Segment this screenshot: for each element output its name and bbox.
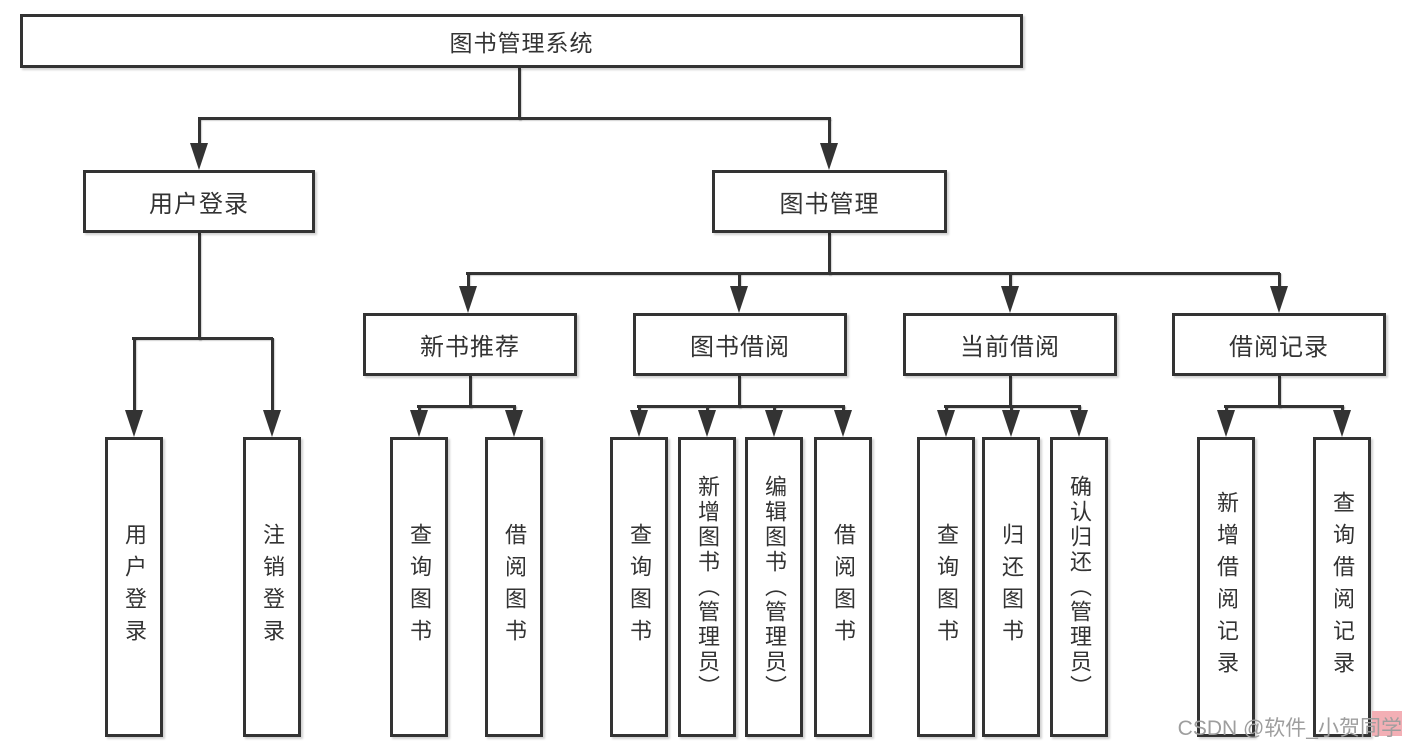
arrow-down-icon [820,143,838,170]
arrow-down-icon [1002,410,1020,437]
connector-line [518,68,521,120]
watermark-accent [1372,711,1402,736]
arrow-down-icon [765,410,783,437]
connector-line [1009,376,1012,408]
arrow-down-icon [190,143,208,170]
node-borrow-records-label: 借阅记录 [1229,334,1329,361]
leaf-borrowing-query-label: 查询图书 [627,523,652,651]
connector-line [637,405,845,408]
node-user-login-label: 用户登录 [149,191,249,218]
connector-line [738,376,741,408]
node-root: 图书管理系统 [20,14,1023,68]
connector-line [828,233,831,275]
arrow-down-icon [263,410,281,437]
leaf-borrowing-borrow: 借阅图书 [814,437,872,737]
connector-line [466,272,1280,275]
leaf-newbook-query: 查询图书 [390,437,448,737]
arrow-down-icon [937,410,955,437]
arrow-down-icon [410,410,428,437]
leaf-borrowing-query: 查询图书 [610,437,668,737]
leaf-records-query-label: 查询借阅记录 [1330,491,1355,683]
leaf-current-confirm-admin-label: 确认归还（管理员） [1067,474,1092,700]
leaf-borrowing-edit-admin: 编辑图书（管理员） [745,437,803,737]
connector-line [417,405,516,408]
watermark-text: CSDN @软件_小贺同学 [1177,717,1402,740]
leaf-user-login-label: 用户登录 [122,523,147,651]
arrow-down-icon [698,410,716,437]
leaf-records-add: 新增借阅记录 [1197,437,1255,737]
connector-line [469,376,472,408]
node-current-borrow-label: 当前借阅 [960,334,1060,361]
node-new-book-recommend-label: 新书推荐 [420,334,520,361]
arrow-down-icon [125,410,143,437]
arrow-down-icon [834,410,852,437]
arrow-down-icon [1217,410,1235,437]
node-book-management: 图书管理 [712,170,947,233]
arrow-down-icon [459,286,477,313]
connector-line [828,119,831,151]
connector-line [1278,273,1281,293]
arrow-down-icon [1270,286,1288,313]
connector-line [133,338,136,416]
arrow-down-icon [1001,286,1019,313]
leaf-current-confirm-admin: 确认归还（管理员） [1050,437,1108,737]
arrow-down-icon [630,410,648,437]
leaf-logout: 注销登录 [243,437,301,737]
node-borrow-records: 借阅记录 [1172,313,1386,376]
connector-line [738,273,741,293]
leaf-current-query: 查询图书 [917,437,975,737]
leaf-newbook-borrow: 借阅图书 [485,437,543,737]
connector-line [198,119,201,151]
node-user-login: 用户登录 [83,170,315,233]
connector-line [467,273,470,293]
node-book-management-label: 图书管理 [779,191,880,218]
node-root-label: 图书管理系统 [449,30,594,56]
leaf-logout-label: 注销登录 [260,523,285,651]
leaf-borrowing-add-admin: 新增图书（管理员） [678,437,736,737]
connector-line [198,233,201,340]
arrow-down-icon [1070,410,1088,437]
connector-line [1224,405,1344,408]
connector-line [198,117,831,120]
arrow-down-icon [1333,410,1351,437]
arrow-down-icon [505,410,523,437]
connector-line [132,337,273,340]
arrow-down-icon [730,286,748,313]
connector-line [1009,273,1012,293]
leaf-borrowing-add-admin-label: 新增图书（管理员） [695,474,720,700]
leaf-records-add-label: 新增借阅记录 [1214,491,1239,683]
leaf-current-return: 归还图书 [982,437,1040,737]
node-new-book-recommend: 新书推荐 [363,313,577,376]
connector-line [1278,376,1281,408]
leaf-borrowing-edit-admin-label: 编辑图书（管理员） [762,474,787,700]
connector-line [271,338,274,416]
leaf-records-query: 查询借阅记录 [1313,437,1371,737]
leaf-borrowing-borrow-label: 借阅图书 [831,523,856,651]
leaf-user-login: 用户登录 [105,437,163,737]
node-book-borrowing-label: 图书借阅 [690,334,790,361]
leaf-current-return-label: 归还图书 [999,523,1024,651]
leaf-newbook-query-label: 查询图书 [407,523,432,651]
leaf-newbook-borrow-label: 借阅图书 [502,523,527,651]
node-current-borrow: 当前借阅 [903,313,1117,376]
node-book-borrowing: 图书借阅 [633,313,847,376]
leaf-current-query-label: 查询图书 [934,523,959,651]
